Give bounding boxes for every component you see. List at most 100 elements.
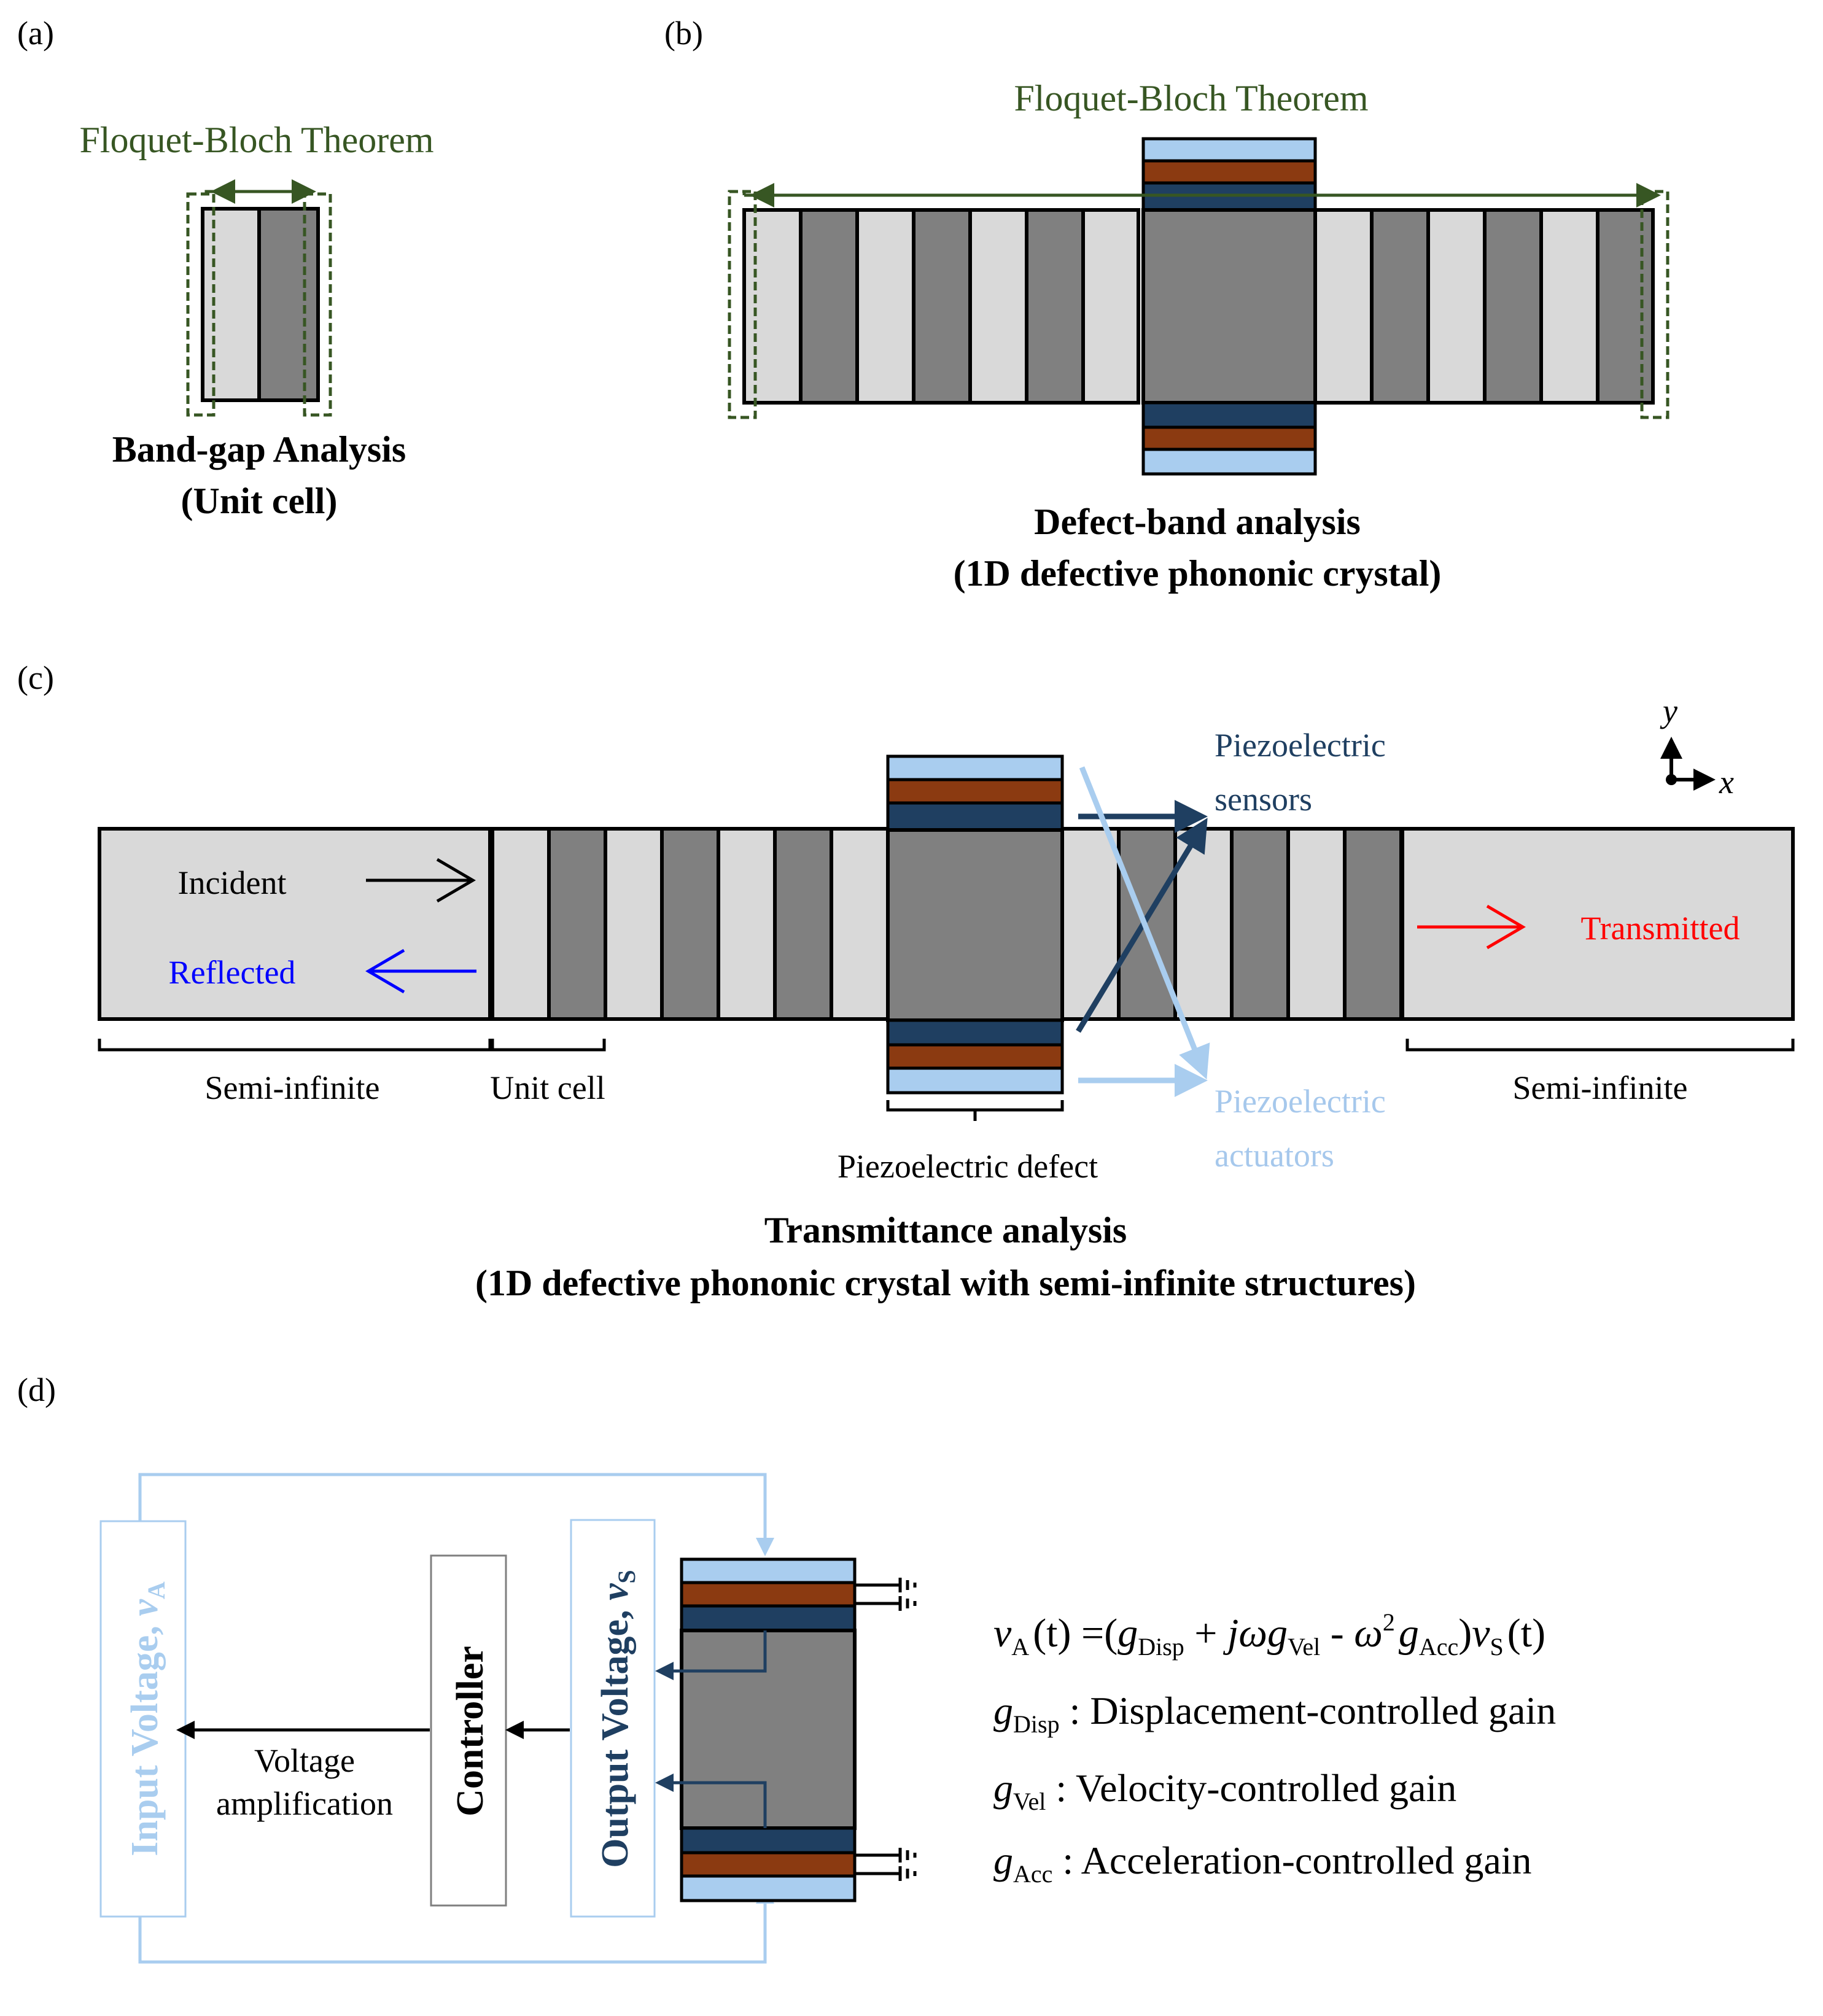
c-right-layer-6 bbox=[1343, 827, 1403, 1021]
c-semi-infinite-right bbox=[1401, 827, 1795, 1021]
c-top-electrode bbox=[886, 778, 1064, 805]
incident-label: Incident bbox=[178, 864, 287, 901]
panel-b-crystal bbox=[742, 208, 1655, 405]
panel-d-tag: (d) bbox=[17, 1371, 56, 1408]
b-left-layer-6 bbox=[1025, 208, 1085, 405]
sensor-lead-top bbox=[655, 1630, 767, 1680]
piezo-defect-label: Piezoelectric defect bbox=[838, 1148, 1098, 1185]
axis-origin bbox=[1666, 774, 1677, 785]
bloch-boundary-left bbox=[186, 192, 216, 417]
b-left-layer-7 bbox=[1081, 208, 1140, 405]
panel-d: (d) Input Voltage, vA Controller Output … bbox=[17, 1371, 1556, 1964]
ground-bottom bbox=[855, 1848, 917, 1881]
c-left-layer-5 bbox=[717, 827, 777, 1021]
actuators-label-2: actuators bbox=[1215, 1137, 1334, 1174]
c-left-layer-3 bbox=[604, 827, 664, 1021]
b-right-layer-3 bbox=[1426, 208, 1487, 405]
semi-infinite-right-label: Semi-infinite bbox=[1513, 1069, 1688, 1106]
d-top-sensor bbox=[680, 1604, 857, 1632]
actuators-label-1: Piezoelectric bbox=[1215, 1083, 1386, 1120]
b-bottom-actuator bbox=[1141, 448, 1317, 476]
c-top-actuator bbox=[886, 754, 1064, 781]
transmitted-arrow bbox=[1417, 904, 1526, 950]
input-voltage-label: Input Voltage, vA bbox=[124, 1581, 170, 1856]
panel-b-title-1: Defect-band analysis bbox=[1034, 502, 1361, 542]
b-bottom-electrode bbox=[1141, 425, 1317, 451]
bracket-unit-cell bbox=[491, 1039, 606, 1052]
bracket-semi-right bbox=[1405, 1039, 1795, 1052]
gain-acc-line: gAcc : Acceleration-controlled gain bbox=[993, 1839, 1532, 1888]
panel-c-title-1: Transmittance analysis bbox=[764, 1210, 1127, 1250]
b-bloch-boundary-left bbox=[728, 190, 757, 419]
incident-arrow bbox=[366, 858, 476, 903]
panel-c-crystal bbox=[491, 827, 1403, 1021]
c-left-layer-7 bbox=[830, 827, 890, 1021]
b-left-layer-1 bbox=[742, 208, 803, 405]
unit-cell-dark-layer bbox=[257, 207, 320, 402]
panel-a: (a) Floquet-Bloch Theorem Band-gap Analy… bbox=[17, 15, 434, 521]
controller-box bbox=[430, 1554, 507, 1907]
panel-c: (c) Incident Reflected Transmitted Piezo… bbox=[17, 659, 1795, 1303]
output-voltage-label: Output Voltage, vS bbox=[594, 1570, 640, 1868]
c-bottom-actuator bbox=[886, 1066, 1064, 1095]
panel-a-title-1: Band-gap Analysis bbox=[112, 429, 406, 470]
gain-vel-line: gVel : Velocity-controlled gain bbox=[993, 1766, 1456, 1815]
b-left-layer-4 bbox=[912, 208, 972, 405]
ground-top bbox=[855, 1578, 917, 1611]
b-right-layer-5 bbox=[1539, 208, 1599, 405]
c-bottom-electrode bbox=[886, 1043, 1064, 1070]
c-left-layer-4 bbox=[660, 827, 720, 1021]
b-right-layer-2 bbox=[1370, 208, 1430, 405]
sensors-label-2: sensors bbox=[1215, 781, 1312, 818]
panel-a-title-2: (Unit cell) bbox=[181, 481, 338, 521]
bracket-defect bbox=[886, 1100, 1064, 1121]
panel-a-tag: (a) bbox=[17, 15, 54, 52]
output-voltage-box bbox=[570, 1519, 656, 1918]
b-bottom-sensor bbox=[1141, 401, 1317, 429]
sensor-lead-bottom bbox=[655, 1774, 767, 1828]
d-top-actuator bbox=[680, 1557, 857, 1584]
c-left-layer-1 bbox=[491, 827, 551, 1021]
panel-b-title-2: (1D defective phononic crystal) bbox=[954, 553, 1442, 594]
b-left-layer-5 bbox=[968, 208, 1028, 405]
amplification-label-1: Voltage bbox=[254, 1742, 355, 1779]
c-defect-host bbox=[886, 828, 1064, 1022]
b-top-electrode bbox=[1141, 159, 1317, 185]
c-semi-infinite-left bbox=[98, 827, 492, 1021]
d-top-electrode bbox=[680, 1581, 857, 1608]
controller-label: Controller bbox=[449, 1646, 491, 1816]
loop-top-wire bbox=[138, 1473, 774, 1556]
loop-bottom-wire bbox=[138, 1885, 774, 1964]
axis-y-label: y bbox=[1660, 692, 1677, 729]
sensor-pointer-bottom bbox=[1076, 818, 1208, 1033]
reflected-arrow bbox=[365, 948, 476, 994]
c-right-layer-5 bbox=[1286, 827, 1347, 1021]
transmitted-label: Transmitted bbox=[1580, 910, 1739, 947]
bloch-boundary-right bbox=[303, 192, 332, 417]
c-right-layer-4 bbox=[1230, 827, 1290, 1021]
d-bottom-actuator bbox=[680, 1874, 857, 1902]
unit-cell-label: Unit cell bbox=[490, 1069, 605, 1106]
sensors-label-1: Piezoelectric bbox=[1215, 727, 1386, 764]
input-voltage-box bbox=[99, 1520, 187, 1918]
b-top-actuator bbox=[1141, 137, 1317, 163]
b-right-layer-6 bbox=[1596, 208, 1655, 405]
c-top-sensor bbox=[886, 801, 1064, 832]
control-equation: vA(t) =(gDisp + jωgVel - ω2gAcc)vS(t) bbox=[993, 1608, 1545, 1661]
b-left-layer-2 bbox=[799, 208, 859, 405]
c-bottom-sensor bbox=[886, 1018, 1064, 1047]
axis-x-label: x bbox=[1719, 764, 1734, 801]
reflected-label: Reflected bbox=[169, 954, 296, 991]
b-left-layer-3 bbox=[855, 208, 915, 405]
panel-a-theorem-label: Floquet-Bloch Theorem bbox=[79, 120, 433, 160]
d-defect-host bbox=[680, 1629, 857, 1830]
panel-c-tag: (c) bbox=[17, 659, 54, 696]
b-defect-host bbox=[1141, 208, 1317, 405]
c-right-layer-1 bbox=[1060, 827, 1121, 1021]
panel-b-tag: (b) bbox=[664, 15, 703, 52]
actuator-pointer-top bbox=[1079, 766, 1210, 1080]
panel-c-title-2: (1D defective phononic crystal with semi… bbox=[475, 1263, 1416, 1303]
bracket-semi-left bbox=[98, 1039, 492, 1052]
b-right-layer-1 bbox=[1313, 208, 1374, 405]
